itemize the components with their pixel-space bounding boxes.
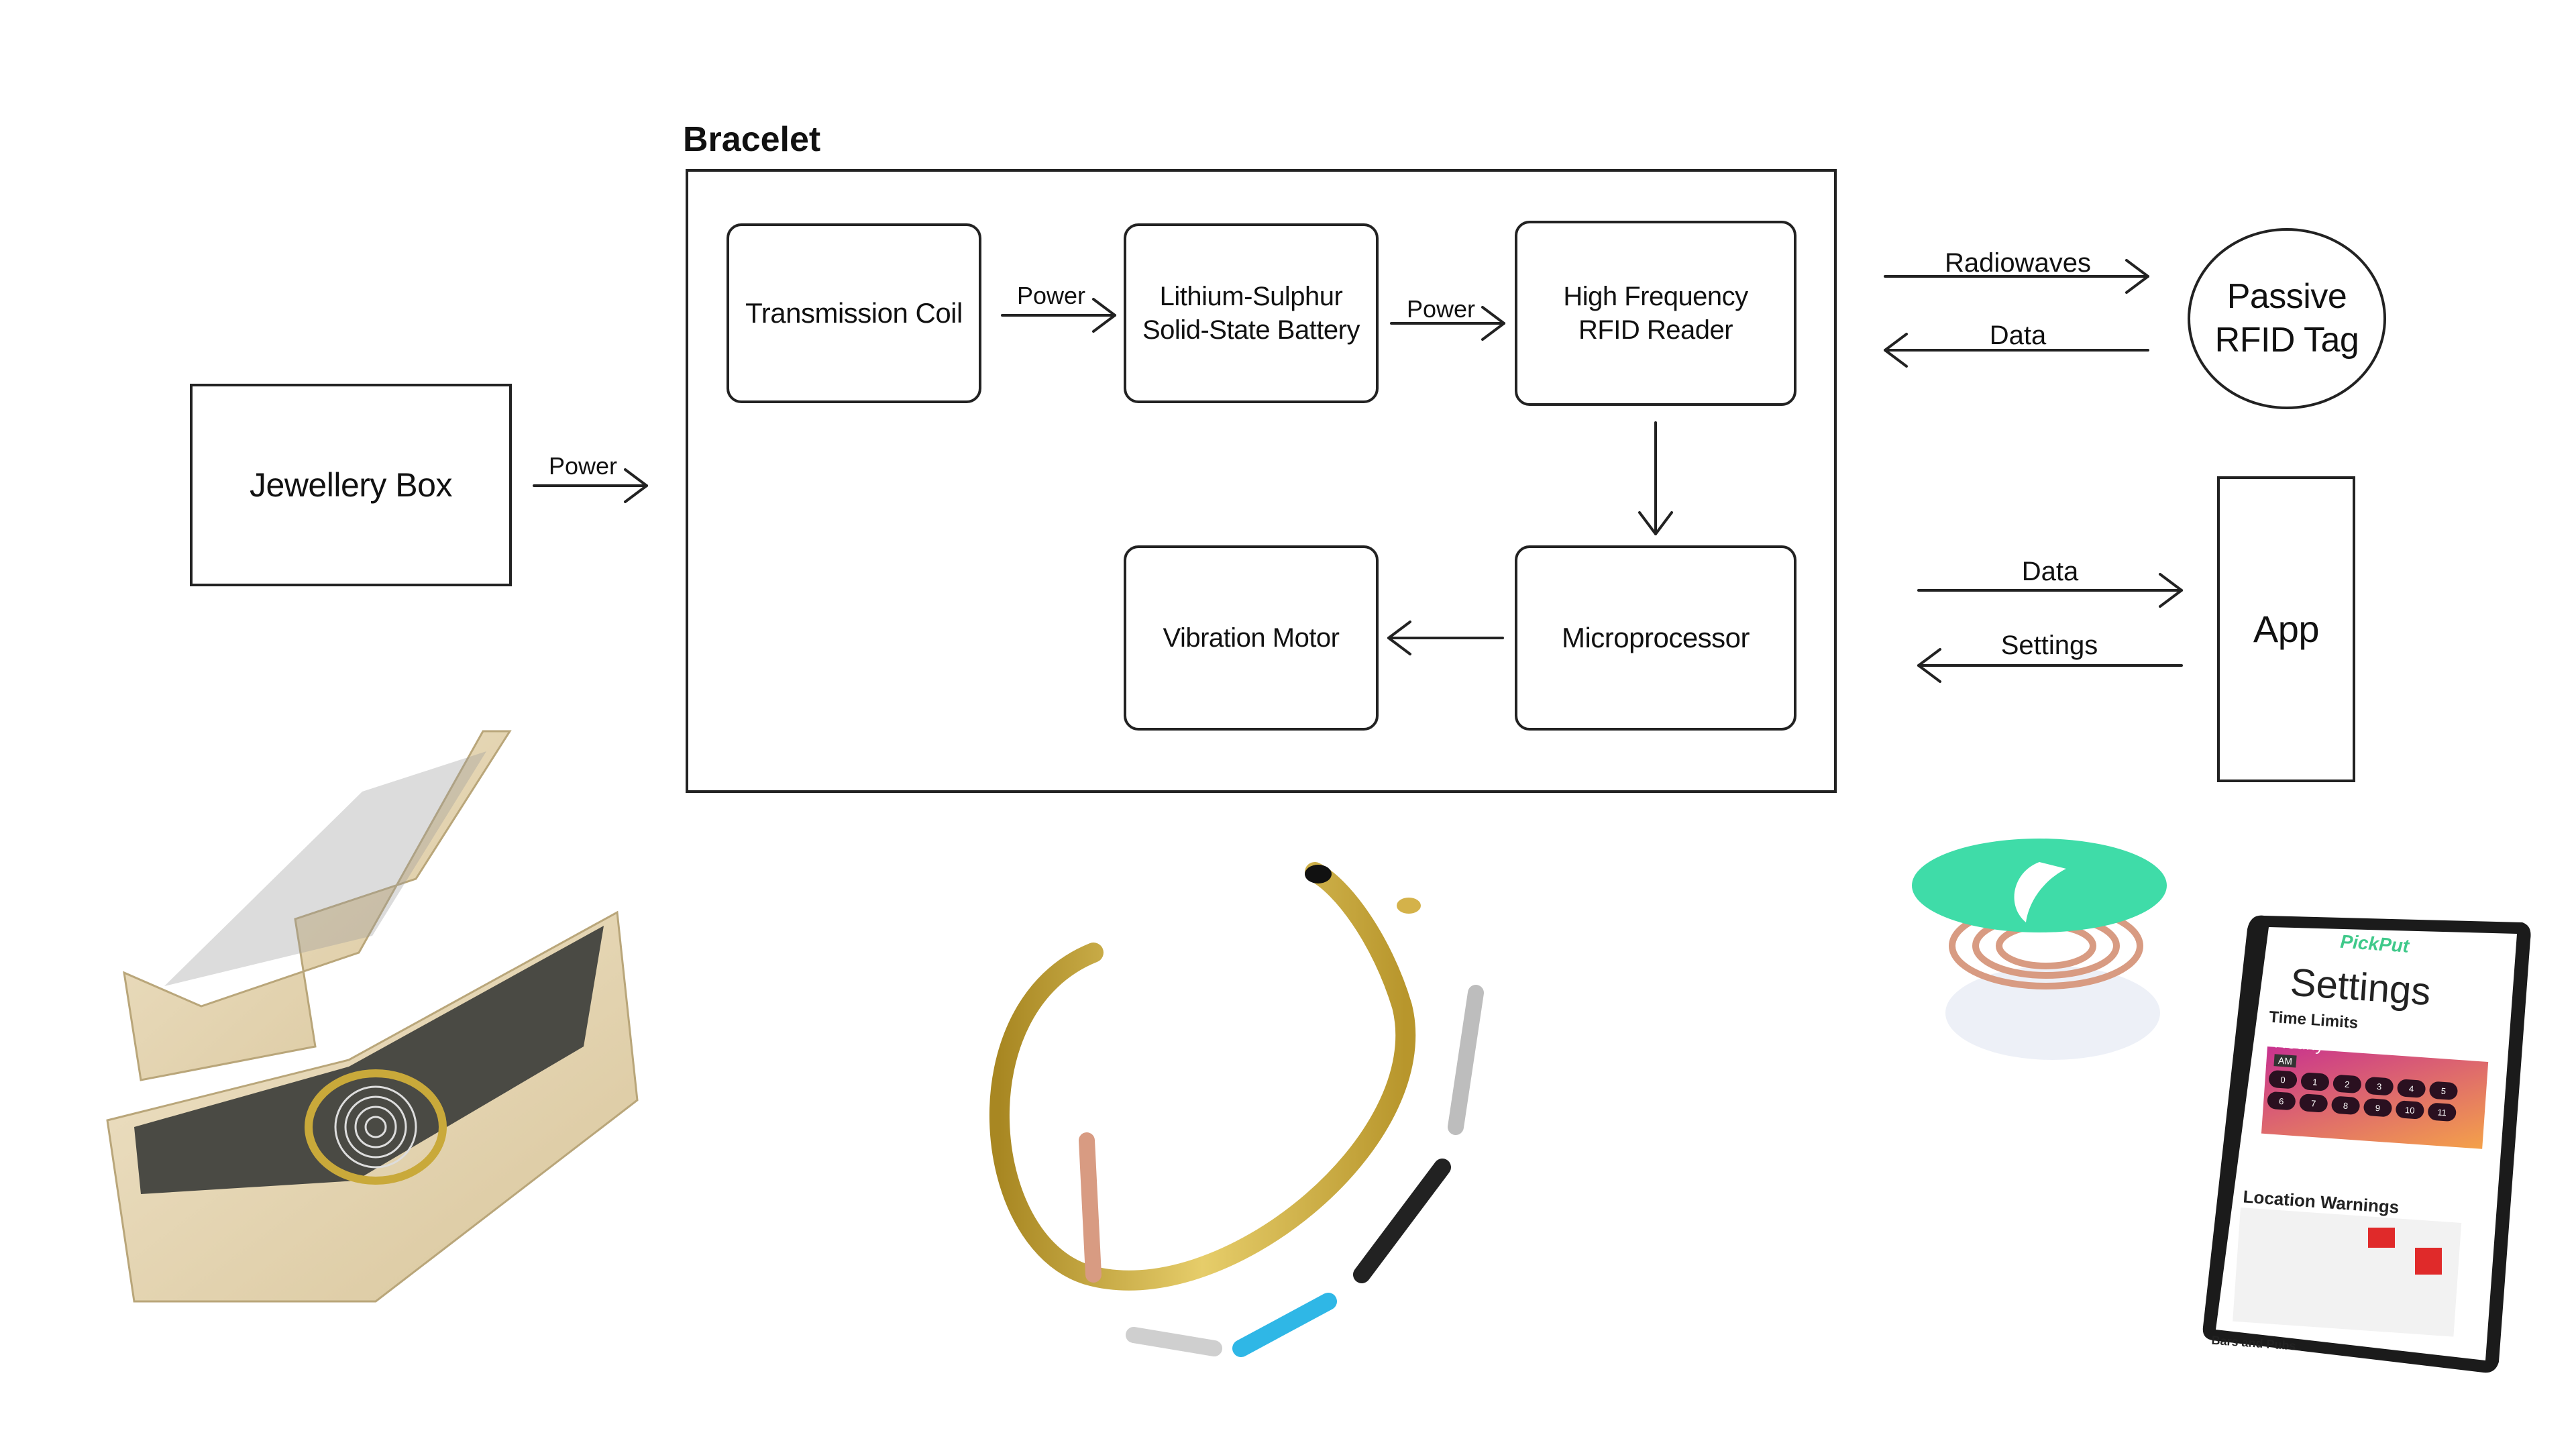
arrow-radiowaves <box>1884 259 2149 294</box>
phone-location-warnings: Location Warnings <box>2242 1186 2400 1218</box>
rfid-tag-label: Passive RFID Tag <box>2214 277 2359 360</box>
bracelet-illustration <box>989 862 1484 1357</box>
edge-label-coil-power: Power <box>1017 282 1086 309</box>
phone-hour-button[interactable]: 3 <box>2364 1076 2394 1096</box>
rfid-reader-label: High Frequency RFID Reader <box>1563 282 1748 345</box>
rfid-reader-node: High Frequency RFID Reader <box>1515 221 1796 406</box>
phone-hour-button[interactable]: 4 <box>2396 1079 2426 1098</box>
arrow-box-to-bracelet <box>533 468 648 503</box>
phone-hour-button[interactable]: 1 <box>2300 1072 2330 1091</box>
jewellery-box-node: Jewellery Box <box>190 384 512 586</box>
edge-label-radiowaves: Radiowaves <box>1945 248 2091 278</box>
edge-label-battery-power: Power <box>1407 295 1476 323</box>
charging-pad-illustration <box>1912 839 2167 1060</box>
bracelet-title: Bracelet <box>683 120 821 159</box>
phone-hourly-label[interactable]: Hourly <box>2273 1031 2326 1055</box>
jewellery-box-label: Jewellery Box <box>250 466 452 504</box>
phone-hour-grid: 0 1 2 3 4 5 6 7 8 9 10 11 <box>2266 1069 2470 1123</box>
edge-label-app-data: Data <box>2021 557 2079 586</box>
app-label: App <box>2253 608 2320 650</box>
arrow-coil-to-battery <box>1001 298 1116 333</box>
edge-label-box-power: Power <box>549 452 618 480</box>
phone-am-label[interactable]: AM <box>2273 1054 2297 1068</box>
phone-hour-button[interactable]: 8 <box>2330 1095 2361 1116</box>
edge-label-tag-data: Data <box>1989 321 2047 350</box>
phone-hour-button[interactable]: 7 <box>2298 1093 2328 1113</box>
arrow-tag-data <box>1884 333 2149 368</box>
transmission-coil-node: Transmission Coil <box>727 223 981 403</box>
phone-settings-title: Settings <box>2288 960 2432 1014</box>
phone-time-limits: Time Limits <box>2268 1008 2359 1032</box>
transmission-coil-label: Transmission Coil <box>745 297 963 329</box>
arrow-battery-to-reader <box>1390 306 1505 341</box>
phone-hour-button[interactable]: 6 <box>2266 1091 2296 1111</box>
app-node: App <box>2217 476 2355 782</box>
phone-hour-button[interactable]: 11 <box>2427 1102 2457 1122</box>
phone-app-name: PickPut <box>2339 930 2410 957</box>
vibration-motor-node: Vibration Motor <box>1124 545 1379 731</box>
battery-node: Lithium-Sulphur Solid-State Battery <box>1124 223 1379 403</box>
arrow-reader-to-microprocessor <box>1638 421 1673 535</box>
arrow-microprocessor-to-motor <box>1387 621 1504 655</box>
phone-hour-button[interactable]: 0 <box>2268 1069 2298 1089</box>
jewellery-box-illustration <box>106 730 639 1303</box>
microprocessor-label: Microprocessor <box>1561 621 1750 653</box>
phone-hour-button[interactable]: 10 <box>2395 1100 2425 1120</box>
phone-hour-button[interactable]: 5 <box>2428 1081 2459 1101</box>
arrow-app-settings <box>1917 648 2183 683</box>
battery-label: Lithium-Sulphur Solid-State Battery <box>1142 282 1360 345</box>
phone-illustration <box>2202 915 2531 1373</box>
phone-hour-button[interactable]: 9 <box>2363 1097 2393 1118</box>
phone-hour-button[interactable]: 2 <box>2332 1074 2362 1094</box>
arrow-app-data <box>1917 573 2183 608</box>
edge-label-settings: Settings <box>2000 631 2098 660</box>
phone-screen: PickPut Settings Time Limits Hourly AM 0… <box>2211 926 2522 1385</box>
rfid-tag-node: Passive RFID Tag <box>2188 228 2386 409</box>
microprocessor-node: Microprocessor <box>1515 545 1796 731</box>
vibration-motor-label: Vibration Motor <box>1163 623 1340 653</box>
